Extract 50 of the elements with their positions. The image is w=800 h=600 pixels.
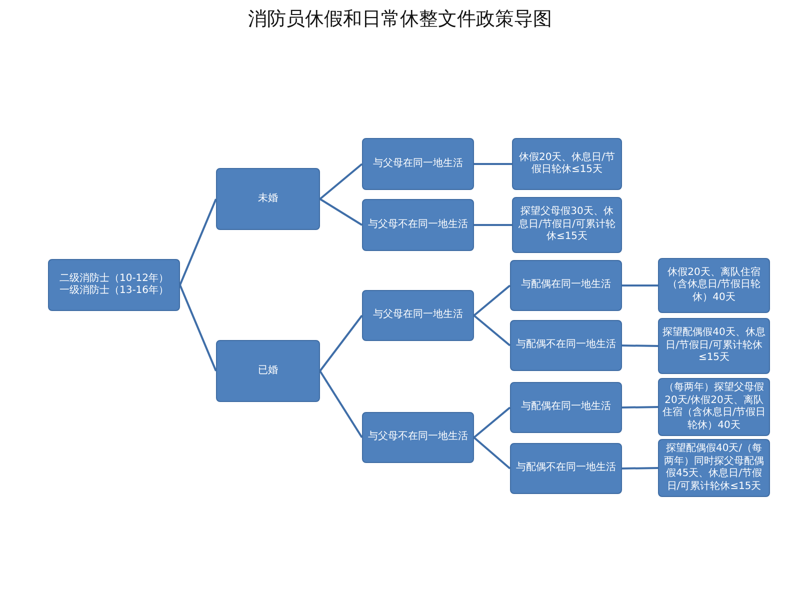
connector-line <box>319 163 363 200</box>
node-text: 休假20天、休息日/节假日轮休≤15天 <box>518 152 616 176</box>
connector-line <box>474 163 512 165</box>
connector-line <box>179 198 217 286</box>
process-box <box>658 258 770 313</box>
connector-line <box>473 436 511 470</box>
node-text: 休假20天、离队住宿（含休息日/节假日轮休）40天 <box>666 266 762 304</box>
connector-line <box>622 467 658 470</box>
process-box <box>362 290 474 341</box>
node-text: 探望配偶假40天/（每两年）同时探父母配偶假45天、休息日/节假日/可累计轮休≤15天 <box>663 443 765 493</box>
node-text: 与父母在同一地生活 <box>373 309 463 322</box>
process-box <box>510 260 622 311</box>
node-text: 已婚 <box>258 364 278 378</box>
connector-line <box>319 198 363 226</box>
process-box <box>512 138 622 190</box>
node-text: 一级消防士（13-16年） <box>59 285 169 298</box>
process-box <box>512 197 622 253</box>
node-text: 与父母不在同一地生活 <box>368 218 468 232</box>
connector-line <box>179 284 217 372</box>
node-text: 与配偶在同一地生活 <box>521 401 611 414</box>
process-box <box>510 320 622 371</box>
process-box <box>48 259 180 311</box>
process-box <box>216 340 320 402</box>
title: 消防员休假和日常休整文件政策导图 <box>248 7 552 32</box>
connector-line <box>319 370 363 438</box>
process-box <box>510 382 622 433</box>
process-box <box>362 138 474 190</box>
node-text: 与配偶不在同一地生活 <box>516 462 616 475</box>
connector-line <box>622 284 658 286</box>
node-text: 与配偶不在同一地生活 <box>516 339 616 352</box>
node-text: 探望配偶假40天、休息日/节假日/可累计轮休≤15天 <box>662 327 766 365</box>
node-text: 探望父母假30天、休息日/节假日/可累计轮休≤15天 <box>518 206 616 244</box>
connector-line <box>622 406 658 408</box>
process-box <box>362 199 474 251</box>
process-box <box>658 318 770 374</box>
node-text: 未婚 <box>258 192 278 206</box>
connector-line <box>622 344 658 347</box>
node-text: 二级消防士（10-12年） <box>59 272 169 284</box>
node-text: 与父母在同一地生活 <box>373 158 463 170</box>
connector-line <box>473 406 511 438</box>
process-box <box>510 443 622 494</box>
node-text: 与父母不在同一地生活 <box>368 431 468 444</box>
process-box <box>362 412 474 463</box>
connector-line <box>473 284 511 316</box>
connector-line <box>473 314 511 346</box>
process-box <box>216 168 320 230</box>
connector-line <box>474 224 512 226</box>
connector-line <box>319 314 363 372</box>
node-text: （每两年）探望父母假20天/休假20天、离队住宿（含休息日/节假日轮休）40天 <box>662 382 766 432</box>
node-text: 与配偶在同一地生活 <box>521 279 611 292</box>
